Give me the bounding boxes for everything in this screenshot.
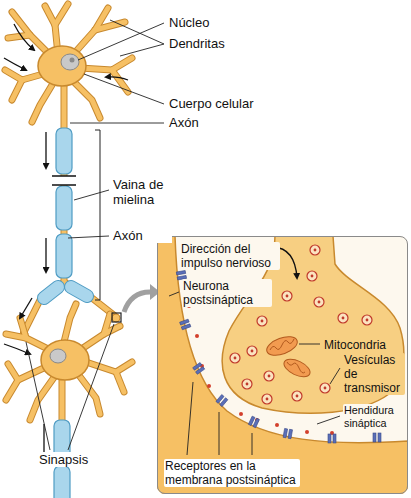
cell-body <box>41 340 89 380</box>
inset-label: Mitocondria <box>323 338 399 352</box>
axon-bracket <box>95 130 100 300</box>
mitochondrion <box>281 356 312 381</box>
transmitter-molecules <box>187 304 334 435</box>
mitochondrion <box>264 333 300 359</box>
leader-line <box>169 292 340 455</box>
axon-break <box>52 175 76 177</box>
postsynaptic-cell <box>157 236 408 494</box>
myelin-sheath <box>56 128 72 278</box>
zoom-square <box>112 313 121 322</box>
nucleus <box>61 54 79 70</box>
axon-break <box>50 176 78 185</box>
zoom-arrow <box>124 292 150 312</box>
inset-ground <box>157 236 408 494</box>
part-label: Axón <box>112 228 172 243</box>
branch-myelin <box>44 287 87 298</box>
impulse-arrow <box>4 24 128 458</box>
part-label: Vaina de mielina <box>112 177 174 207</box>
synapse-illustration <box>157 236 408 494</box>
part-label: Axón <box>168 115 228 130</box>
inset-label: Neurona postsináptica <box>182 279 272 307</box>
presynaptic-dendrites <box>5 4 132 332</box>
nucleus <box>50 349 66 363</box>
synapse-inset-panel: Dirección del impulso nerviosoNeurona po… <box>157 236 408 494</box>
inset-label: Hendidura sináptica <box>343 404 407 430</box>
part-label: Sinapsis <box>38 452 108 467</box>
cell-body <box>38 46 86 86</box>
dendrite-fill <box>5 4 132 332</box>
inset-label: Dirección del impulso nervioso <box>180 242 280 270</box>
inset-label: Vesículas de transmisor <box>343 353 405 395</box>
dendrite-outline <box>5 4 132 332</box>
inset-label: Receptores en la membrana postsináptica <box>164 459 300 487</box>
axon-break <box>52 184 76 186</box>
part-label: Núcleo <box>168 15 248 30</box>
nucleolus <box>70 58 75 63</box>
part-label: Cuerpo celular <box>168 96 278 111</box>
part-label: Dendritas <box>168 36 258 51</box>
